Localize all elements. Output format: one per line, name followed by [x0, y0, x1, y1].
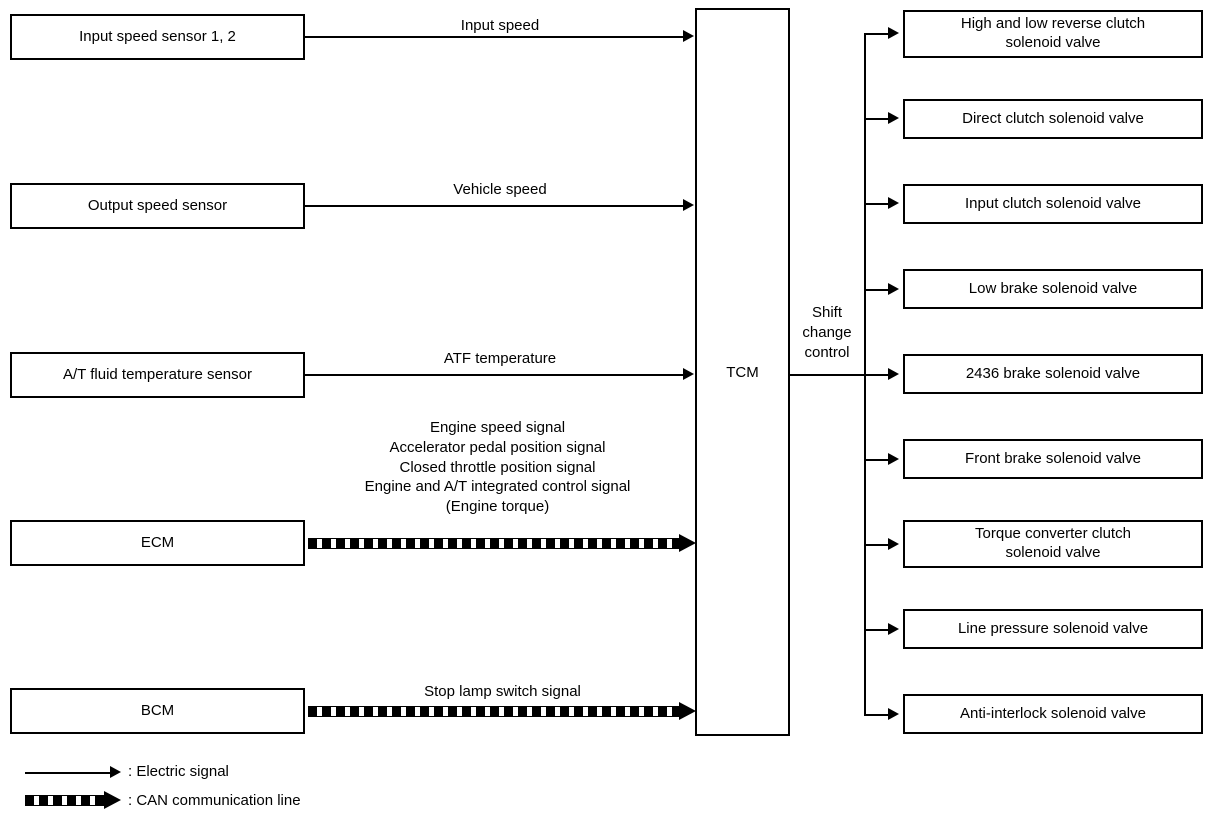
output-branch-line-4 — [864, 289, 888, 291]
input-box-label: BCM — [140, 701, 175, 719]
signal-label-vehicle-speed: Vehicle speed — [453, 181, 547, 198]
tcm-box: TCM — [695, 8, 790, 736]
output-branch-line-5 — [864, 374, 888, 376]
output-box-label: Torque converter clutch solenoid valve — [975, 525, 1131, 561]
output-branch-arrow-6 — [888, 453, 899, 465]
output-box-anti-interlock-solenoid-valve: Anti-interlock solenoid valve — [903, 694, 1203, 734]
output-branch-line-1 — [864, 33, 888, 35]
input-box-label: ECM — [140, 533, 175, 551]
output-box-label: Line pressure solenoid valve — [957, 619, 1149, 637]
output-branch-arrow-4 — [888, 283, 899, 295]
connector-line-input-speed — [305, 36, 683, 38]
legend-electric-arrow — [110, 766, 121, 778]
output-branch-arrow-1 — [888, 27, 899, 39]
input-box-label: A/T fluid temperature sensor — [63, 365, 252, 383]
output-branch-arrow-8 — [888, 623, 899, 635]
input-box-output-speed-sensor: Output speed sensor — [10, 183, 305, 229]
output-branch-arrow-3 — [888, 197, 899, 209]
input-box-label: Input speed sensor 1, 2 — [79, 27, 236, 45]
output-branch-arrow-9 — [888, 708, 899, 720]
output-branch-line-8 — [864, 629, 888, 631]
output-box-label: Anti-interlock solenoid valve — [960, 704, 1146, 722]
output-box-label: Direct clutch solenoid valve — [962, 109, 1144, 127]
output-box-front-brake-solenoid-valve: Front brake solenoid valve — [903, 439, 1203, 479]
arrow-vehicle-speed — [683, 199, 694, 211]
shift-change-control-label: Shift change control — [802, 304, 852, 361]
legend-electric-text: : Electric signal — [128, 763, 229, 780]
output-box-label: Front brake solenoid valve — [965, 449, 1141, 467]
output-branch-arrow-2 — [888, 112, 899, 124]
output-branch-line-7 — [864, 544, 888, 546]
output-branch-line-2 — [864, 118, 888, 120]
output-box-low-brake-solenoid-valve: Low brake solenoid valve — [903, 269, 1203, 309]
input-box-at-fluid-temperature-sensor: A/T fluid temperature sensor — [10, 352, 305, 398]
signal-label-atf-temperature: ATF temperature — [443, 350, 557, 367]
output-box-line-pressure-solenoid-valve: Line pressure solenoid valve — [903, 609, 1203, 649]
output-box-torque-converter-clutch-solenoid-valve: Torque converter clutch solenoid valve — [903, 520, 1203, 568]
connector-line-atf-temperature — [305, 374, 683, 376]
output-box-input-clutch-solenoid-valve: Input clutch solenoid valve — [903, 184, 1203, 224]
can-arrow-bcm — [679, 702, 696, 720]
signal-label-ecm: Engine speed signal Accelerator pedal po… — [364, 419, 631, 516]
output-branch-arrow-5 — [888, 368, 899, 380]
output-box-label: Input clutch solenoid valve — [965, 194, 1141, 212]
input-box-label: Output speed sensor — [87, 196, 228, 214]
output-box-label: High and low reverse clutch solenoid val… — [960, 15, 1146, 51]
signal-label-input-speed: Input speed — [460, 17, 540, 34]
output-branch-arrow-7 — [888, 538, 899, 550]
output-box-label: 2436 brake solenoid valve — [965, 364, 1141, 382]
output-branch-line-6 — [864, 459, 888, 461]
arrow-input-speed — [683, 30, 694, 42]
output-box-direct-clutch-solenoid-valve: Direct clutch solenoid valve — [903, 99, 1203, 139]
can-line-bcm — [308, 706, 684, 717]
legend-electric-line — [25, 772, 110, 774]
output-box-2436-brake-solenoid-valve: 2436 brake solenoid valve — [903, 354, 1203, 394]
legend-can-text: : CAN communication line — [128, 792, 301, 809]
output-branch-line-9 — [864, 714, 888, 716]
can-line-ecm — [308, 538, 684, 549]
input-box-ecm: ECM — [10, 520, 305, 566]
input-box-bcm: BCM — [10, 688, 305, 734]
output-branch-line-3 — [864, 203, 888, 205]
tcm-output-stub — [790, 374, 865, 376]
connector-line-vehicle-speed — [305, 205, 683, 207]
can-arrow-ecm — [679, 534, 696, 552]
legend-can-arrow — [104, 791, 121, 809]
signal-label-bcm: Stop lamp switch signal — [424, 683, 581, 700]
output-box-label: Low brake solenoid valve — [968, 279, 1138, 297]
tcm-label: TCM — [726, 363, 759, 381]
input-box-input-speed-sensor: Input speed sensor 1, 2 — [10, 14, 305, 60]
output-box-high-and-low-reverse-clutch-solenoid-valve: High and low reverse clutch solenoid val… — [903, 10, 1203, 58]
arrow-atf-temperature — [683, 368, 694, 380]
legend-can-line — [25, 795, 108, 806]
